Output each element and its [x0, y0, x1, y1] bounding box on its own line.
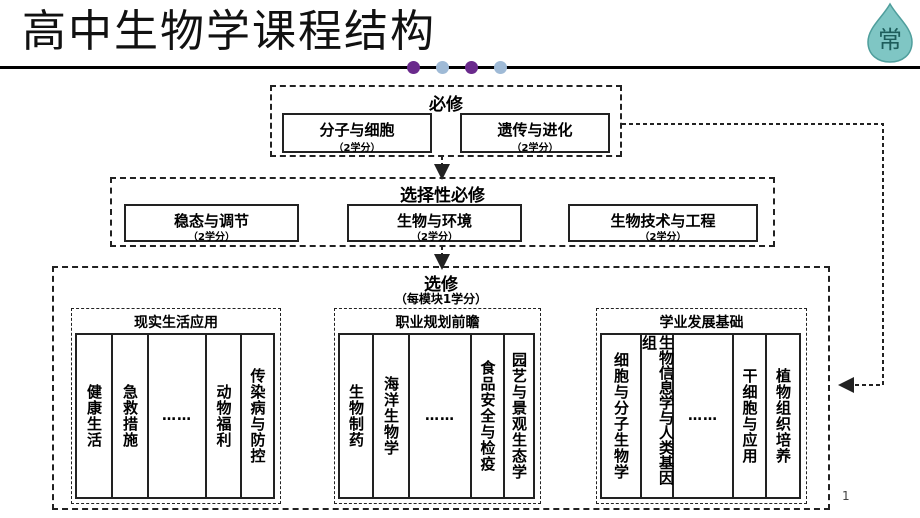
group-xianshi-shenghuo: 现实生活应用 健康生活 急救措施 …… 动物福利 传染病与防控	[71, 308, 281, 504]
group-items: 健康生活 急救措施 …… 动物福利 传染病与防控	[75, 333, 275, 499]
module-item: 细胞与分子生物学	[602, 335, 642, 497]
course-name: 遗传与进化	[497, 121, 573, 139]
group-title: 现实生活应用	[134, 315, 218, 331]
decor-dot-2	[436, 61, 449, 74]
decor-dot-1	[407, 61, 420, 74]
bixiu-section: 必修 分子与细胞 （2学分） 遗传与进化 （2学分）	[270, 85, 622, 157]
course-name: 生物与环境	[396, 212, 472, 230]
xuanxiu-title: 选修	[424, 275, 458, 295]
course-shengwu-jishu-gongcheng: 生物技术与工程 （2学分）	[568, 204, 758, 243]
decor-dot-4	[494, 61, 507, 74]
xuanxiu-subtitle: （每模块1学分）	[394, 292, 488, 306]
module-item: 传染病与防控	[248, 368, 267, 464]
title-underline	[0, 66, 920, 69]
course-name: 分子与细胞	[319, 121, 395, 139]
decor-dot-3	[465, 61, 478, 74]
bixiu-title: 必修	[429, 95, 463, 115]
module-item: 干细胞与应用	[734, 335, 767, 497]
module-item: 生物信息学与人类基因组	[640, 335, 675, 497]
module-item: 健康生活	[77, 335, 113, 497]
xuanxiu-section: 选修 （每模块1学分） 现实生活应用 健康生活 急救措施 …… 动物福利 传染病…	[52, 266, 830, 510]
group-items: 生物制药 海洋生物学 …… 食品安全与检疫 园艺与景观生态学	[338, 333, 535, 499]
page-number: 1	[842, 489, 850, 503]
course-wentai-tiaojie: 稳态与调节 （2学分）	[124, 204, 299, 243]
course-fenzi-xibao: 分子与细胞 （2学分）	[282, 113, 432, 154]
module-item: 急救措施	[113, 335, 149, 497]
course-name: 稳态与调节	[173, 212, 249, 230]
xuanze-bixiu-section: 选择性必修 稳态与调节 （2学分） 生物与环境 （2学分） 生物技术与工程 （2…	[110, 177, 775, 247]
group-items: 细胞与分子生物学 生物信息学与人类基因组 …… 干细胞与应用 植物组织培养	[600, 333, 801, 499]
course-credit: （2学分）	[511, 143, 559, 154]
module-item: 园艺与景观生态学	[510, 352, 528, 480]
school-logo-icon: 常	[867, 2, 913, 63]
page-title: 高中生物学课程结构	[22, 6, 436, 57]
module-item: 动物福利	[207, 335, 242, 497]
course-credit: （2学分）	[333, 143, 381, 154]
course-credit: （2学分）	[188, 232, 235, 243]
course-shengwu-huanjing: 生物与环境 （2学分）	[347, 204, 522, 243]
course-name: 生物技术与工程	[610, 212, 716, 230]
module-item: 食品安全与检疫	[472, 335, 505, 497]
module-item-ellipsis: ……	[149, 335, 207, 497]
group-title: 职业规划前瞻	[395, 315, 480, 331]
module-item: 海洋生物学	[374, 335, 410, 497]
group-title: 学业发展基础	[659, 315, 744, 331]
course-credit: （2学分）	[639, 232, 687, 243]
logo-char: 常	[878, 26, 902, 54]
group-zhiye-guihua: 职业规划前瞻 生物制药 海洋生物学 …… 食品安全与检疫 园艺与景观生态学	[334, 308, 541, 504]
module-item: 植物组织培养	[774, 368, 792, 464]
arrow-bixiu-to-xueye	[622, 123, 884, 393]
group-xueye-fazhan: 学业发展基础 细胞与分子生物学 生物信息学与人类基因组 …… 干细胞与应用 植物…	[596, 308, 807, 504]
module-item-ellipsis: ……	[674, 335, 734, 497]
xuanze-bixiu-title: 选择性必修	[400, 186, 485, 206]
module-item: 生物制药	[340, 335, 374, 497]
course-yichuan-jinhua: 遗传与进化 （2学分）	[460, 113, 610, 154]
course-credit: （2学分）	[411, 232, 458, 243]
module-item-ellipsis: ……	[410, 335, 472, 497]
